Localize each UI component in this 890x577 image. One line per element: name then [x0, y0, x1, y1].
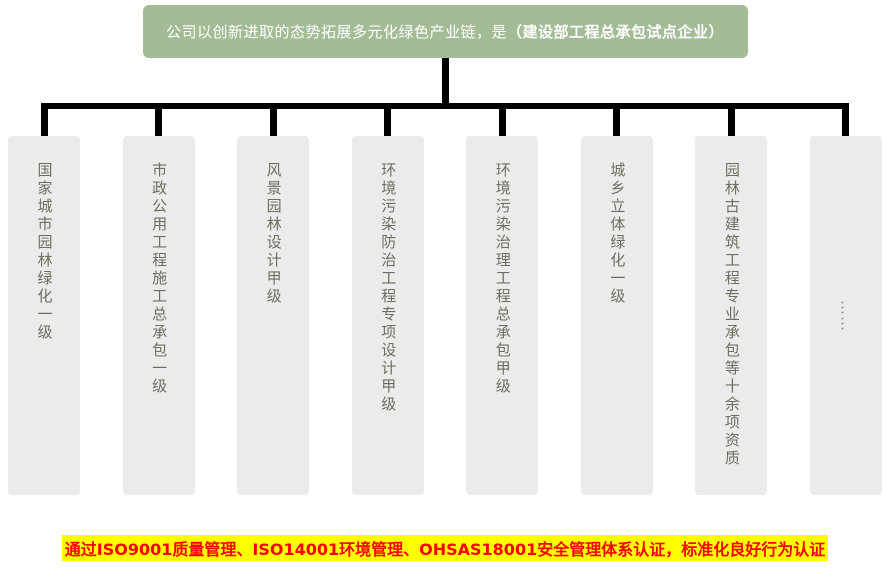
connector-drop-line	[269, 103, 277, 136]
connector-drop-line	[727, 103, 735, 136]
header-banner: 公司以创新进取的态势拓展多元化绿色产业链，是 （建设部工程总承包试点企业）	[142, 5, 748, 58]
connector-drop-line	[498, 103, 506, 136]
qualification-label: 风景园林设计甲级	[264, 162, 283, 306]
qualification-box: 城乡立体绿化一级	[580, 136, 653, 495]
qualification-label: 城乡立体绿化一级	[608, 162, 627, 306]
qualification-box-ellipsis: ……	[809, 136, 882, 495]
qualification-column: ……	[809, 103, 882, 495]
qualification-box: 国家城市园林绿化一级	[8, 136, 80, 495]
org-chart: 国家城市园林绿化一级 市政公用工程施工总承包一级 风景园林设计甲级 环境污染防治…	[0, 103, 890, 495]
qualification-label: 环境污染治理工程总承包甲级	[493, 162, 512, 396]
qualification-label: 国家城市园林绿化一级	[35, 162, 54, 342]
qualification-box: 园林古建筑工程专业承包等十余项资质	[695, 136, 768, 495]
qualification-column: 环境污染防治工程专项设计甲级	[351, 103, 424, 495]
page: { "header": { "text": "公司以创新进取的态势拓展多元化绿色…	[0, 5, 890, 577]
connector-drop-line	[384, 103, 392, 136]
qualification-box: 环境污染防治工程专项设计甲级	[351, 136, 424, 495]
connector-stem-line	[441, 58, 449, 103]
connector-drop-line	[842, 103, 850, 136]
certification-text: 通过ISO9001质量管理、ISO14001环境管理、OHSAS18001安全管…	[61, 535, 829, 561]
connector-drop-line	[40, 103, 48, 136]
connector-drop-line	[613, 103, 621, 136]
qualification-label: 园林古建筑工程专业承包等十余项资质	[722, 162, 741, 468]
qualification-column: 城乡立体绿化一级	[580, 103, 653, 495]
qualification-box: 风景园林设计甲级	[237, 136, 310, 495]
certification-banner: 通过ISO9001质量管理、ISO14001环境管理、OHSAS18001安全管…	[0, 535, 890, 561]
connector-horizontal-line	[44, 103, 846, 109]
qualification-column: 风景园林设计甲级	[237, 103, 310, 495]
connector-drop-line	[155, 103, 163, 136]
qualification-box: 市政公用工程施工总承包一级	[122, 136, 195, 495]
header-highlight-text: （建设部工程总承包试点企业）	[507, 23, 725, 41]
ellipsis-label: ……	[837, 299, 856, 332]
qualification-label: 环境污染防治工程专项设计甲级	[379, 162, 398, 414]
qualification-column: 园林古建筑工程专业承包等十余项资质	[695, 103, 768, 495]
qualification-box: 环境污染治理工程总承包甲级	[466, 136, 539, 495]
qualification-column: 市政公用工程施工总承包一级	[122, 103, 195, 495]
qualification-column: 环境污染治理工程总承包甲级	[466, 103, 539, 495]
qualification-column: 国家城市园林绿化一级	[8, 103, 80, 495]
header-text: 公司以创新进取的态势拓展多元化绿色产业链，是	[165, 23, 507, 41]
qualification-label: 市政公用工程施工总承包一级	[150, 162, 169, 396]
